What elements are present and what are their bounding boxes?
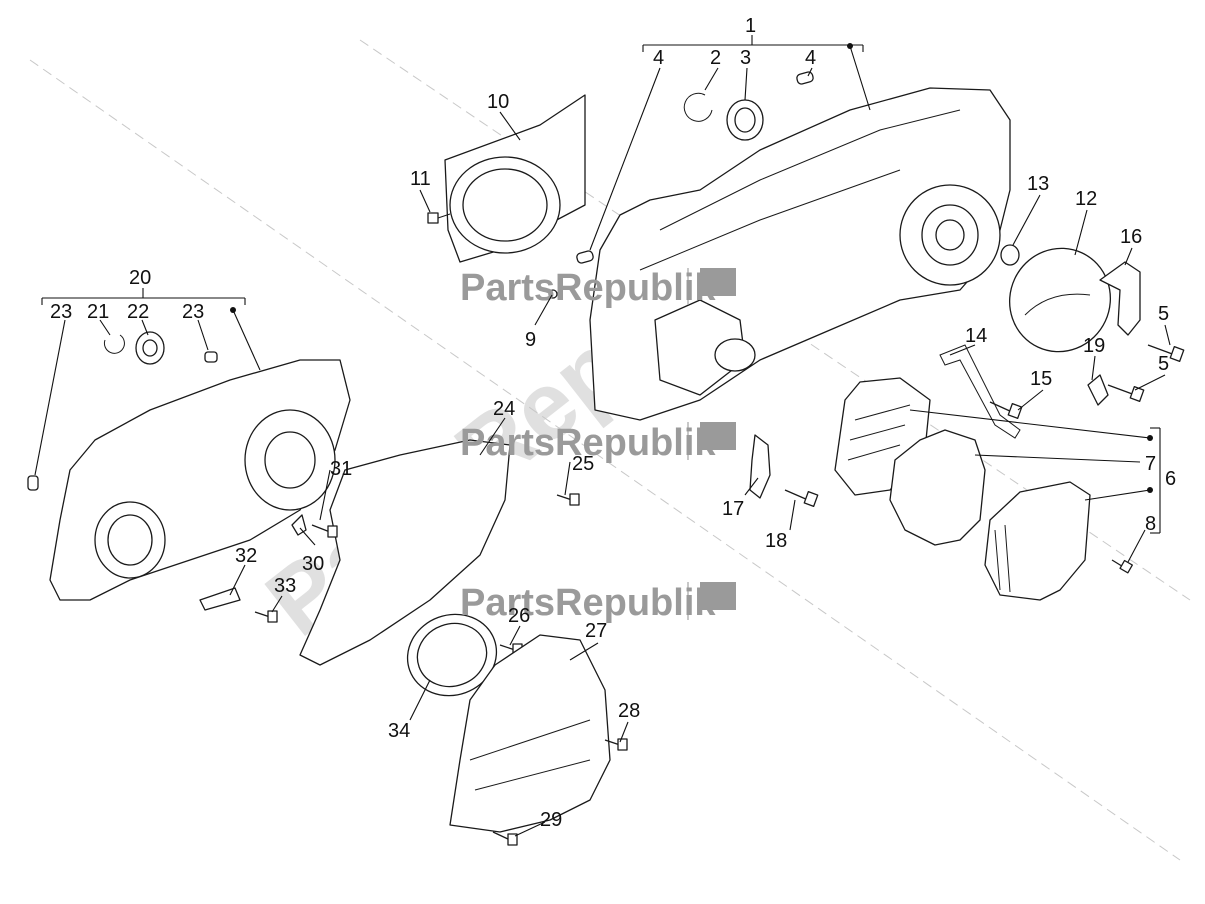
part-29-bolt <box>492 831 518 846</box>
callout-17: 17 <box>722 498 744 520</box>
callout-14: 14 <box>965 325 987 347</box>
part-16-bracket <box>1099 261 1141 336</box>
callout-5-upper: 5 <box>1158 303 1169 325</box>
watermark-logo-1: PartsRepublik <box>460 267 736 309</box>
callout-18: 18 <box>765 530 787 552</box>
part-15-bolt <box>989 401 1023 419</box>
part-18-bolt <box>784 489 819 507</box>
part-17-plate <box>749 434 771 499</box>
part-23-dowel-right <box>204 351 218 363</box>
callout-23-left: 23 <box>50 301 72 323</box>
part-5-bolt-upper <box>1147 344 1185 362</box>
part-7-filter-sponge <box>889 429 986 546</box>
callout-21: 21 <box>87 301 109 323</box>
callout-34: 34 <box>388 720 410 742</box>
part-11-screw <box>427 212 451 224</box>
callout-13: 13 <box>1027 173 1049 195</box>
watermark-text-2: PartsRepublik <box>460 422 716 464</box>
callout-23-right: 23 <box>182 301 204 323</box>
callout-25: 25 <box>572 453 594 475</box>
part-25-bolt <box>556 493 580 506</box>
part-31-bolt <box>311 524 338 538</box>
part-30-washer <box>291 514 307 536</box>
watermark-gear-icon-3 <box>700 582 736 610</box>
callout-15: 15 <box>1030 368 1052 390</box>
watermark-logo-2: PartsRepublik <box>460 422 736 464</box>
part-33-bolt <box>254 610 278 623</box>
callout-10: 10 <box>487 91 509 113</box>
callout-28: 28 <box>618 700 640 722</box>
callout-4-top-left: 4 <box>653 47 664 69</box>
part-13-grommet <box>1000 244 1020 266</box>
part-34-ring <box>406 613 498 697</box>
part-5-bolt-lower <box>1107 384 1145 402</box>
part-8-screw <box>1111 559 1133 574</box>
part-27-lower-cover <box>449 634 611 833</box>
callout-1: 1 <box>745 15 756 37</box>
callout-5-lower: 5 <box>1158 353 1169 375</box>
callout-31: 31 <box>330 458 352 480</box>
callout-33: 33 <box>274 575 296 597</box>
callout-6: 6 <box>1165 468 1176 490</box>
part-4-dowel-top <box>796 71 814 85</box>
part-10-gasket <box>444 94 586 263</box>
part-6-filter-cover <box>984 481 1091 601</box>
watermark-text-3: PartsRepublik <box>460 582 716 624</box>
callout-27: 27 <box>585 620 607 642</box>
callout-22: 22 <box>127 301 149 323</box>
callout-9: 9 <box>525 329 536 351</box>
watermark-logo-3: PartsRepublik <box>460 582 736 624</box>
part-24-shroud <box>299 439 511 666</box>
part-14-bracket <box>939 344 1021 439</box>
part-23-dowel-left <box>27 475 39 491</box>
watermark-gear-icon-2 <box>700 422 736 450</box>
callout-12: 12 <box>1075 188 1097 210</box>
callout-2: 2 <box>710 47 721 69</box>
callout-29: 29 <box>540 809 562 831</box>
callout-8: 8 <box>1145 513 1156 535</box>
callout-20: 20 <box>129 267 151 289</box>
part-28-bolt <box>604 738 628 751</box>
leader-lines <box>34 35 1171 837</box>
part-19-plate <box>1087 374 1109 406</box>
callout-16: 16 <box>1120 226 1142 248</box>
part-32-plate <box>199 587 241 611</box>
callout-numbers: 1 2 3 4 4 10 11 9 13 12 16 5 5 19 14 15 … <box>50 15 1176 831</box>
callout-7: 7 <box>1145 453 1156 475</box>
callout-19: 19 <box>1083 335 1105 357</box>
watermark-gear-icon-1 <box>700 268 736 296</box>
part-21-circlip <box>103 334 125 354</box>
part-20-left-cover <box>49 359 351 601</box>
part-4-dowel-left <box>576 250 594 264</box>
watermark-text-1: PartsRepublik <box>460 267 716 309</box>
callout-4-top-right: 4 <box>805 47 816 69</box>
callout-11: 11 <box>410 168 431 190</box>
part-1-main-crankcase-cover <box>589 87 1011 421</box>
callout-24: 24 <box>493 398 515 420</box>
callout-30: 30 <box>302 553 324 575</box>
callout-26: 26 <box>508 605 530 627</box>
part-12-logo-cover <box>1008 247 1112 353</box>
part-2-circlip <box>683 92 713 122</box>
part-3-bearing <box>726 99 764 141</box>
part-22-bearing <box>135 331 165 365</box>
callout-32: 32 <box>235 545 257 567</box>
callout-3: 3 <box>740 47 751 69</box>
